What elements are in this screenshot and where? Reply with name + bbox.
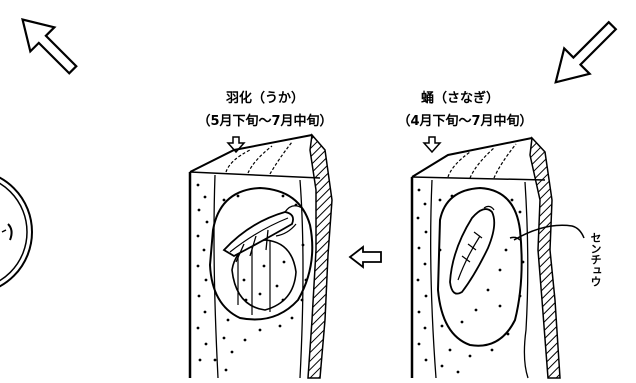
adult-wood-block	[188, 133, 333, 379]
frass-dots	[196, 183, 308, 372]
previous-stage-circle	[0, 176, 33, 288]
adult-stage-title: 羽化（うか）	[225, 91, 304, 106]
arrow-left-icon	[348, 245, 382, 269]
frass-dots	[416, 188, 525, 374]
pupa-wood-block	[410, 136, 585, 379]
annotation-leader-line	[513, 224, 585, 241]
nematode-label: センチュウ	[589, 232, 602, 287]
arrow-up-left-icon	[21, 18, 78, 75]
pupa-stage-period: （4月下旬～7月中旬）	[397, 114, 533, 129]
arrow-down-icon	[226, 136, 246, 154]
pupa-stage-title: 蛹（さなぎ）	[420, 91, 499, 106]
arrow-down-icon	[422, 136, 442, 154]
arrow-down-left-icon	[554, 20, 618, 84]
adult-stage-period: （5月下旬～7月中旬）	[197, 114, 333, 129]
beetle-icon	[222, 205, 303, 263]
pupa-icon	[449, 205, 496, 295]
